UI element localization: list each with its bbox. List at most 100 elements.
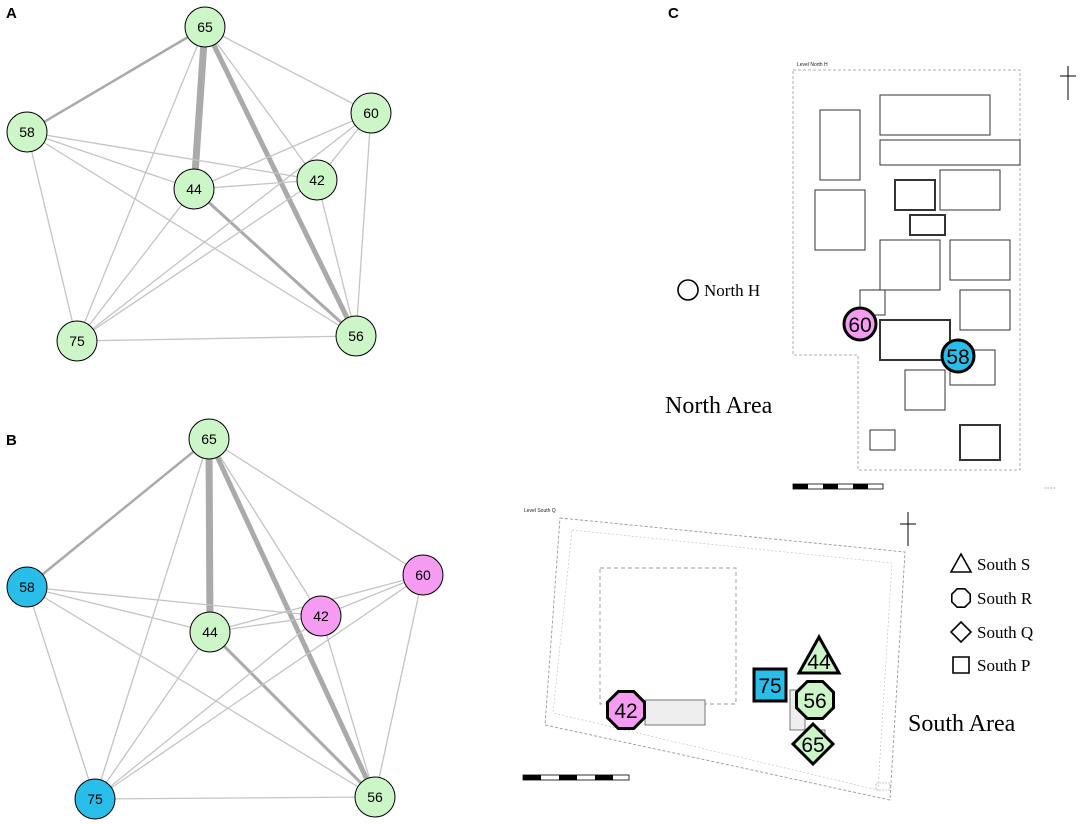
south-symbol-75: 75 <box>752 667 788 703</box>
edge-58-44 <box>26 131 195 190</box>
node-circle <box>188 418 230 460</box>
node-circle <box>56 320 98 362</box>
edge-58-75 <box>26 131 78 342</box>
node-label: 56 <box>348 328 364 344</box>
north-symbol-60: 60 <box>842 306 878 342</box>
edge-58-56 <box>26 586 376 798</box>
node-42: 42 <box>300 595 342 637</box>
edge-65-42 <box>204 26 318 181</box>
node-60: 60 <box>350 92 392 134</box>
south-symbol-label: 65 <box>801 734 824 757</box>
south-plan-inner-outline <box>552 529 893 791</box>
node-circle <box>402 554 444 596</box>
node-circle <box>6 111 48 153</box>
node-65: 65 <box>188 418 230 460</box>
north-scale-bar <box>792 483 884 490</box>
north-arrow-north <box>1060 66 1076 100</box>
edge-65-58 <box>26 25 206 134</box>
node-label: 44 <box>202 624 218 640</box>
node-label: 75 <box>87 791 103 807</box>
edge-65-44 <box>205 438 214 633</box>
south-area-plan: Level South Q <box>522 508 916 801</box>
legend-item-square: South P <box>952 656 1030 675</box>
edge-60-75 <box>76 112 372 342</box>
south-symbol-shape <box>790 721 836 767</box>
south-level-title: Level South Q <box>524 508 556 514</box>
node-circle <box>184 6 226 48</box>
south-arrow-north <box>900 512 916 546</box>
edge-58-42 <box>26 586 322 617</box>
north-symbol-label: 58 <box>946 346 969 369</box>
node-circle <box>350 92 392 134</box>
panel-b-letter: B <box>6 432 17 449</box>
legend-item-label: North H <box>704 281 760 300</box>
edge-58-56 <box>26 131 357 337</box>
panel-a-nodes: 65 58 60 42 44 75 56 <box>6 6 392 362</box>
south-symbol-label: 44 <box>807 651 831 674</box>
edge-65-60 <box>208 438 424 576</box>
south-symbol-56: 56 <box>795 680 835 720</box>
legend-item-label: South S <box>977 555 1030 574</box>
legend-item-diamond: South Q <box>949 620 1033 644</box>
node-label: 65 <box>201 431 217 447</box>
node-circle <box>189 611 231 653</box>
edge-65-58 <box>26 438 210 588</box>
panel-c-site-map: C Level North H <box>522 5 1076 801</box>
node-58: 58 <box>6 566 48 608</box>
node-label: 44 <box>186 181 202 197</box>
south-symbol-42: 42 <box>606 690 646 730</box>
node-circle <box>335 315 377 357</box>
node-label: 58 <box>19 124 35 140</box>
node-label: 42 <box>313 608 329 624</box>
north-symbol-shape <box>940 338 976 374</box>
north-area-label: North Area <box>665 393 773 419</box>
south-symbol-65: 65 <box>790 721 836 767</box>
panel-b-network: B 65 58 60 42 44 75 56 <box>6 418 444 820</box>
north-level-title: Level North H <box>797 62 828 68</box>
edge-44-56 <box>208 630 377 799</box>
edge-75-56 <box>76 335 357 342</box>
north-symbols: 60 58 <box>842 306 976 374</box>
edge-44-56 <box>192 187 358 338</box>
node-label: 58 <box>19 579 35 595</box>
south-symbol-shape <box>752 667 788 703</box>
node-circle <box>74 778 116 820</box>
north-plan-outline <box>792 69 1021 471</box>
edge-65-56 <box>202 25 359 338</box>
edge-44-42 <box>193 179 318 190</box>
node-44: 44 <box>173 168 215 210</box>
edge-58-75 <box>26 586 96 800</box>
node-label: 60 <box>415 567 431 583</box>
node-75: 75 <box>74 778 116 820</box>
node-label: 65 <box>197 19 213 35</box>
edge-60-56 <box>355 112 372 337</box>
edge-42-56 <box>316 179 357 337</box>
edge-58-44 <box>26 586 211 633</box>
north-area-plan: Level North H <box>792 62 1076 490</box>
north-symbol-58: 58 <box>940 338 976 374</box>
panel-a-edges <box>26 25 372 342</box>
edge-65-75 <box>76 26 206 342</box>
south-scale-bar <box>522 774 630 781</box>
edge-42-75 <box>76 179 318 342</box>
node-label: 75 <box>69 333 85 349</box>
south-excavation-square <box>599 567 737 705</box>
node-label: 42 <box>309 172 325 188</box>
panel-b-nodes: 65 58 60 42 44 75 56 <box>6 418 444 820</box>
node-75: 75 <box>56 320 98 362</box>
node-circle <box>296 159 338 201</box>
edge-58-42 <box>26 131 318 181</box>
edge-65-44 <box>190 26 209 190</box>
legend-item-triangle: South S <box>949 552 1030 574</box>
south-symbol-shape <box>796 633 842 675</box>
node-58: 58 <box>6 111 48 153</box>
north-symbol-shape <box>842 306 878 342</box>
south-symbol-label: 75 <box>758 675 781 698</box>
edge-75-56 <box>94 796 376 800</box>
south-symbol-shape <box>606 690 646 730</box>
legend-diamond-symbol <box>949 620 973 644</box>
node-label: 56 <box>367 789 383 805</box>
edge-60-75 <box>94 574 424 800</box>
